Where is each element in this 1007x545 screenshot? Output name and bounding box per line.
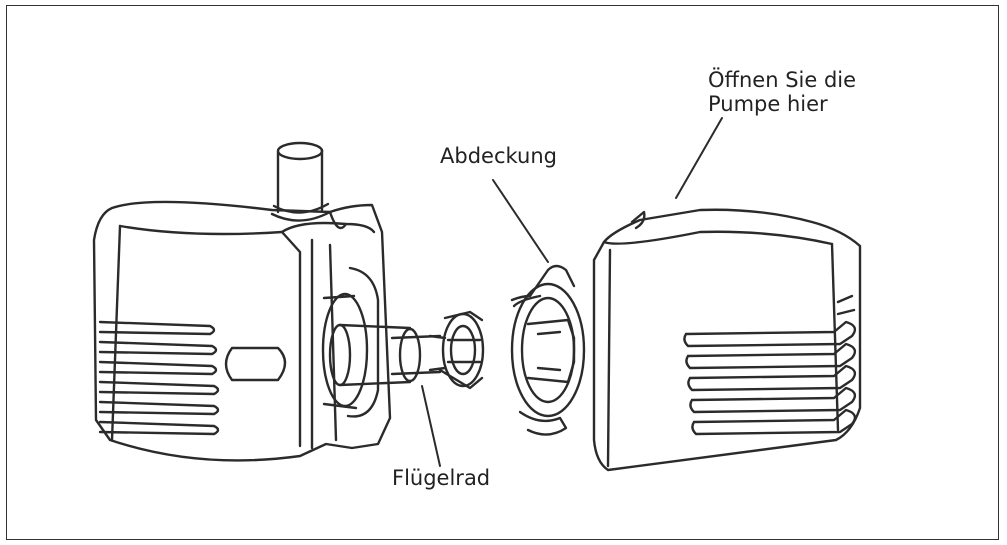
right-vents bbox=[683, 294, 857, 436]
left-vents bbox=[98, 320, 220, 436]
label-open-pump-line1: Öffnen Sie die bbox=[708, 68, 857, 92]
label-cover: Abdeckung bbox=[440, 144, 557, 168]
label-open-pump-here: Öffnen Sie die Pumpe hier bbox=[708, 68, 856, 116]
pump-housing bbox=[592, 208, 862, 472]
leader-open-pump bbox=[675, 117, 723, 199]
outlet-pipe bbox=[270, 141, 332, 222]
leader-impeller bbox=[421, 385, 441, 467]
pump-motor-body bbox=[92, 141, 442, 462]
label-impeller: Flügelrad bbox=[392, 466, 491, 490]
impeller-part bbox=[428, 310, 485, 390]
label-open-pump-line2: Pumpe hier bbox=[708, 92, 828, 116]
cover-part bbox=[510, 264, 586, 436]
rotor-shaft bbox=[328, 323, 442, 387]
leader-cover bbox=[492, 179, 549, 263]
leader-lines bbox=[421, 117, 723, 467]
